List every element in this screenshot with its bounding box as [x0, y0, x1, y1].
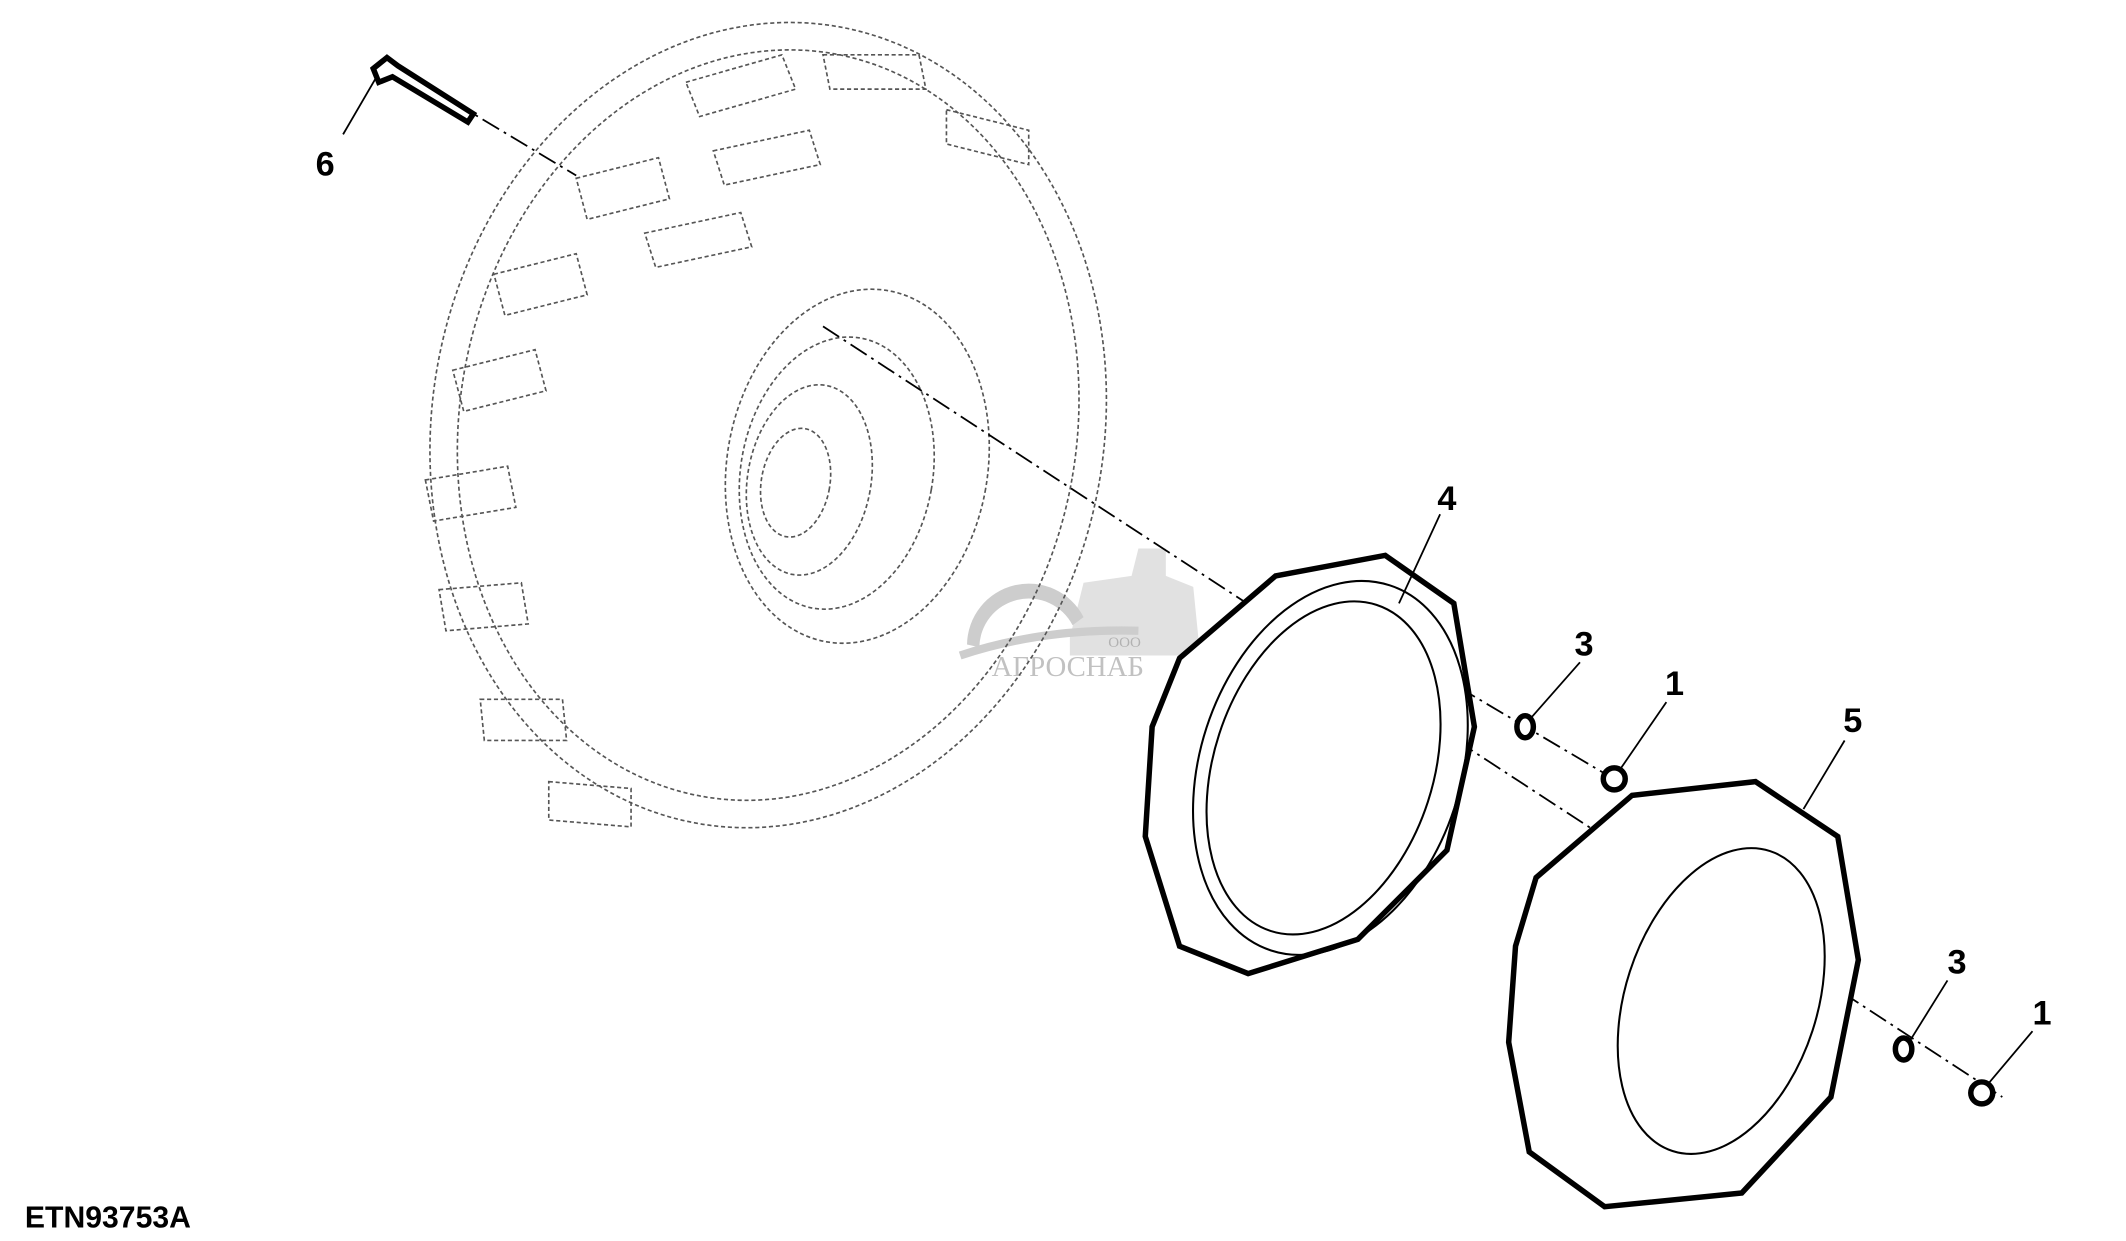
- callout-3-upper: 3: [1574, 625, 1593, 663]
- washer-upper: [1514, 713, 1537, 741]
- callout-1-upper: 1: [1665, 665, 1684, 703]
- watermark-logo: ООО АГРОСНАБ: [958, 548, 1201, 683]
- washer-lower: [1892, 1035, 1915, 1063]
- nut-upper: [1600, 765, 1628, 793]
- wheel-weight-outer: [1505, 778, 1862, 1210]
- callout-4: 4: [1437, 480, 1456, 518]
- watermark-name: АГРОСНАБ: [992, 651, 1144, 683]
- figure-id: ETN93753A: [25, 1201, 191, 1234]
- wheel-weight-inner: [1142, 552, 1478, 977]
- callout-5: 5: [1843, 702, 1862, 740]
- callout-3-lower: 3: [1947, 944, 1966, 982]
- bolt: [369, 54, 478, 126]
- watermark-prefix: ООО: [1108, 635, 1141, 651]
- callout-6: 6: [316, 146, 335, 184]
- tire-ghost: [424, 21, 1108, 829]
- callout-1-lower: 1: [2032, 994, 2051, 1032]
- nut-lower: [1968, 1079, 1996, 1107]
